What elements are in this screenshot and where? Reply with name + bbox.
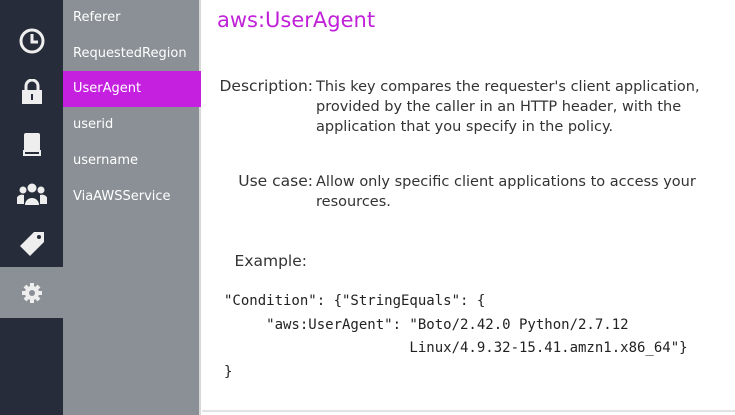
usecase-text: Allow only specific client applications … — [316, 174, 696, 210]
page-title: aws:UserAgent — [217, 8, 376, 32]
list-item[interactable]: username — [73, 153, 138, 168]
list-item[interactable]: userid — [73, 117, 114, 132]
usecase-label: Use case: — [238, 172, 313, 190]
gear-icon[interactable] — [0, 267, 63, 318]
tag-icon[interactable] — [0, 218, 63, 269]
condition-key-list: Referer RequestedRegion UserAgent userid… — [63, 0, 201, 415]
detail-panel: aws:UserAgent Description: This key comp… — [202, 0, 735, 412]
users-icon[interactable] — [0, 168, 63, 219]
clock-icon[interactable] — [0, 15, 63, 66]
list-item[interactable]: RequestedRegion — [73, 46, 187, 61]
description-text: This key compares the requester's client… — [316, 79, 700, 135]
list-item-selected[interactable]: UserAgent — [63, 71, 201, 107]
icon-rail — [0, 0, 63, 415]
example-code: "Condition": {"StringEquals": { "aws:Use… — [224, 293, 688, 380]
description-label: Description: — [219, 77, 314, 95]
book-icon[interactable] — [0, 118, 63, 169]
list-item[interactable]: Referer — [73, 10, 121, 25]
lock-icon[interactable] — [0, 66, 63, 117]
example-label: Example: — [234, 252, 307, 270]
list-item[interactable]: ViaAWSService — [73, 189, 171, 204]
